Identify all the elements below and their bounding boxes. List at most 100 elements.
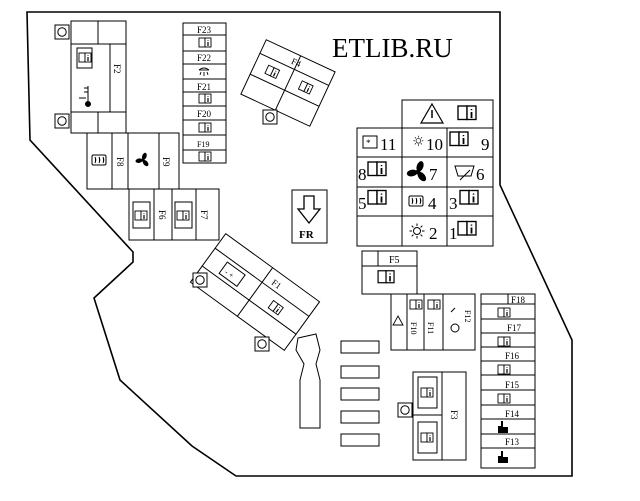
rear-defrost-icon [91,154,107,166]
svg-text:6: 6 [476,165,485,184]
svg-text:4: 4 [428,194,437,213]
wiper-icon [454,165,475,181]
fuse-label: F20 [197,109,212,119]
fuse-label: F8 [115,157,125,167]
fuse-label: F23 [197,25,212,35]
book-info-icon [420,432,434,443]
fuse-label: F22 [197,53,211,63]
battery-icon [218,261,246,287]
fuse-label: F21 [197,82,211,92]
relay-4: 4 [408,194,437,213]
book-info-icon [198,37,212,48]
book-info-icon [78,52,92,63]
fuse-label: F4 [290,56,303,69]
svg-text:1: 1 [449,224,458,243]
fuse-label: F2 [112,64,122,74]
svg-text:8: 8 [358,165,367,184]
book-info-icon [134,210,148,221]
book-info-icon [449,131,469,147]
fuse-label: F7 [199,210,209,220]
fuse-label: F12 [463,310,472,322]
relay-3: 3 [449,189,479,213]
fuse-label: F19 [197,140,209,149]
book-info-icon [367,161,387,177]
svg-text:11: 11 [380,135,396,154]
relay-2: 2 [409,223,438,243]
thermometer-icon [79,86,91,107]
fuse-label: F10 [409,322,418,334]
relay-10: 10 [413,135,443,154]
book-info-icon [367,189,387,205]
fuse-puller-tool [295,333,321,429]
book-info-icon [198,122,212,133]
relay-11: * 11 [362,135,396,154]
interior-light-icon [198,67,210,76]
svg-text:5: 5 [358,194,367,213]
watermark: ETLIB.RU [332,33,453,63]
fuse-label: F6 [157,210,167,220]
book-info-icon [409,299,423,310]
orientation-label: FR [299,229,315,241]
orientation-indicator: FR [291,189,328,244]
fuse-label: F18 [511,295,526,305]
fuse-f1-group: F1 - + [189,232,321,352]
fuse-f8-f9-group: F8 F9 [86,132,180,190]
sun-icon [409,223,425,239]
sun-icon [413,135,424,147]
book-info-icon [198,151,212,162]
fuse-label: F15 [505,380,520,390]
horn-icon [450,307,460,333]
relay-1: 1 [449,220,477,243]
book-info-icon [497,393,511,404]
fuse-label: F1 [270,277,284,291]
fuse-f3-group: F3 [412,371,467,461]
relay-9: 9 [449,131,490,154]
relay-7: 7 [406,160,438,184]
fuse-label: F11 [426,322,435,334]
svg-text:10: 10 [426,135,443,154]
fuse-f4-group: F4 [240,39,336,127]
relay-6: 6 [454,165,485,184]
book-info-icon [497,307,511,318]
svg-text:3: 3 [449,194,458,213]
screw-terminal-icon [254,336,270,352]
rear-defrost-icon [408,195,424,207]
svg-text:9: 9 [481,135,490,154]
fuse-f2-group: F2 [54,20,127,134]
relay-8: 8 [358,161,387,184]
warning-triangle-icon [392,315,404,326]
fuse-f19-f23-column: F23 F22 F21 F20 F19 [182,22,227,164]
book-info-icon [420,387,434,398]
svg-text:*: * [366,138,371,148]
book-info-icon [176,210,190,221]
fuse-label: F5 [389,255,400,266]
book-info-icon [497,336,511,347]
screw-terminal-icon [54,113,70,129]
arrow-down-icon [296,195,322,225]
svg-text:2: 2 [429,224,438,243]
empty-fuse-slots [340,340,380,447]
svg-text:7: 7 [429,165,438,184]
screw-terminal-icon [262,109,278,125]
book-info-icon [497,364,511,375]
fuse-label: F3 [449,410,459,420]
screw-terminal-icon [397,402,413,418]
fuse-label: F14 [505,409,520,419]
fuse-f13-f18-column: F18 F17 F16 F15 F14 F13 [480,293,536,469]
book-info-icon [457,105,477,121]
book-info-icon [427,299,441,310]
screw-terminal-icon [54,24,70,40]
fuse-label: F9 [161,157,171,167]
relay-legend-grid: * 11 10 9 8 7 6 5 4 [356,99,494,247]
book-info-icon [377,269,395,284]
screw-terminal-icon [192,272,208,288]
fuse-f6-f7-group: F6 F7 [128,188,220,241]
fuse-f5-group: F5 [361,250,418,295]
fuse-label: F13 [505,437,520,447]
book-info-icon [459,189,479,205]
book-info-icon [198,93,212,104]
fuse-label: F17 [507,323,522,333]
fuse-label: F16 [505,351,520,361]
fuse-box-outline [26,11,573,477]
